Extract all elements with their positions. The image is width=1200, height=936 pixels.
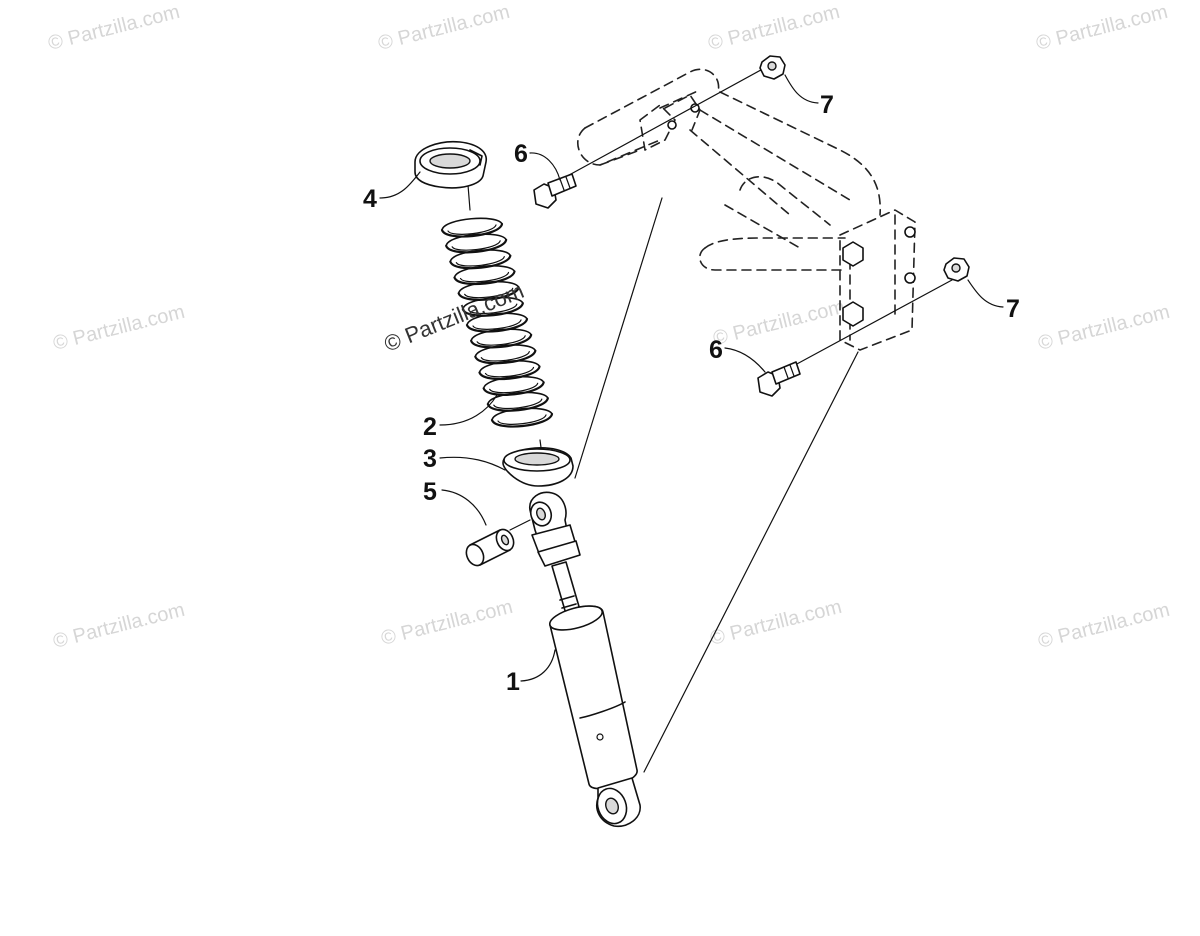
spacer-bushing — [465, 528, 515, 567]
spring-coil-back — [466, 312, 528, 326]
spring-coil-back — [445, 233, 507, 247]
spring-coil-front — [457, 286, 520, 301]
spring-coil-back — [453, 265, 516, 279]
spring-coil-inner — [447, 224, 497, 235]
spring-coil-inner — [493, 398, 543, 410]
bracket-bolts — [667, 103, 916, 327]
spring-coil-inner — [451, 240, 501, 251]
callout-4: 4 — [363, 185, 377, 213]
spring-coil-inner — [489, 382, 539, 394]
spring-coil-inner — [464, 287, 514, 299]
watermark: © Partzilla.com — [1036, 599, 1172, 653]
nut-lower — [943, 257, 970, 282]
spring-coil-inner — [484, 366, 535, 378]
spring-coil-inner — [480, 351, 530, 362]
spring-coil-inner — [468, 303, 518, 315]
spring-coil-front — [474, 349, 537, 365]
watermark: © Partzilla.com — [51, 301, 187, 355]
alignment-lines — [467, 64, 953, 773]
callout-2: 2 — [423, 413, 437, 441]
spring-coil-front — [465, 317, 529, 333]
spring-coil-front — [453, 270, 516, 286]
spring-coil-front — [445, 238, 508, 254]
spring-coil-back — [487, 391, 549, 405]
watermark: © Partzilla.com — [376, 1, 512, 55]
leader-lines — [379, 74, 1004, 682]
spring-coil-back — [462, 296, 524, 310]
spring-coil-back — [457, 280, 520, 295]
callout-7-lower: 7 — [1006, 295, 1020, 323]
callouts: 1 2 3 4 5 6 6 7 7 — [363, 91, 1020, 696]
callout-1: 1 — [506, 668, 520, 696]
spring-coil-inner — [476, 335, 526, 346]
nut-upper — [759, 55, 786, 80]
spring-coil-back — [449, 249, 512, 263]
spring-retainer-upper — [414, 140, 487, 189]
watermark: © Partzilla.com — [51, 599, 187, 653]
spring-coil-back — [491, 407, 553, 421]
spring-coil-front — [470, 333, 533, 349]
spring-coil-front — [478, 365, 541, 381]
watermark: © Partzilla.com — [46, 1, 182, 55]
spring-seat-lower — [502, 447, 574, 487]
bolt-lower — [757, 361, 801, 397]
callout-6-upper: 6 — [514, 140, 528, 168]
spring-coil-front — [440, 222, 504, 238]
spring-coil-front — [449, 254, 512, 270]
spring-coil-back — [470, 328, 532, 342]
watermark: © Partzilla.com — [706, 1, 842, 55]
callout-5: 5 — [423, 478, 437, 506]
spring-coil-inner — [459, 271, 510, 283]
spring-coil-inner — [497, 414, 547, 425]
watermark: © Partzilla.com — [711, 296, 847, 350]
spring-coil-back — [482, 375, 545, 390]
spring-coil-front — [486, 397, 549, 412]
spring-coil-front — [482, 381, 545, 396]
spring-coil-back — [474, 344, 537, 358]
watermark: © Partzilla.com — [1036, 301, 1172, 355]
watermark: © Partzilla.com — [379, 596, 515, 650]
callout-7-upper: 7 — [820, 91, 834, 119]
watermark: © Partzilla.com — [1034, 1, 1170, 55]
spring-coil-front — [490, 412, 554, 428]
bolt-upper — [533, 173, 577, 209]
watermark: © Partzilla.com — [708, 596, 844, 650]
watermarks: © Partzilla.com © Partzilla.com © Partzi… — [46, 1, 1172, 653]
coil-spring — [440, 217, 554, 428]
callout-3: 3 — [423, 445, 437, 473]
callout-6-lower: 6 — [709, 336, 723, 364]
spring-coil-front — [461, 302, 524, 317]
shock-absorber — [529, 491, 641, 828]
spring-coil-back — [478, 360, 541, 374]
spring-coil-back — [441, 217, 503, 231]
spring-coil-inner — [455, 256, 505, 267]
spring-coil-inner — [472, 319, 522, 330]
